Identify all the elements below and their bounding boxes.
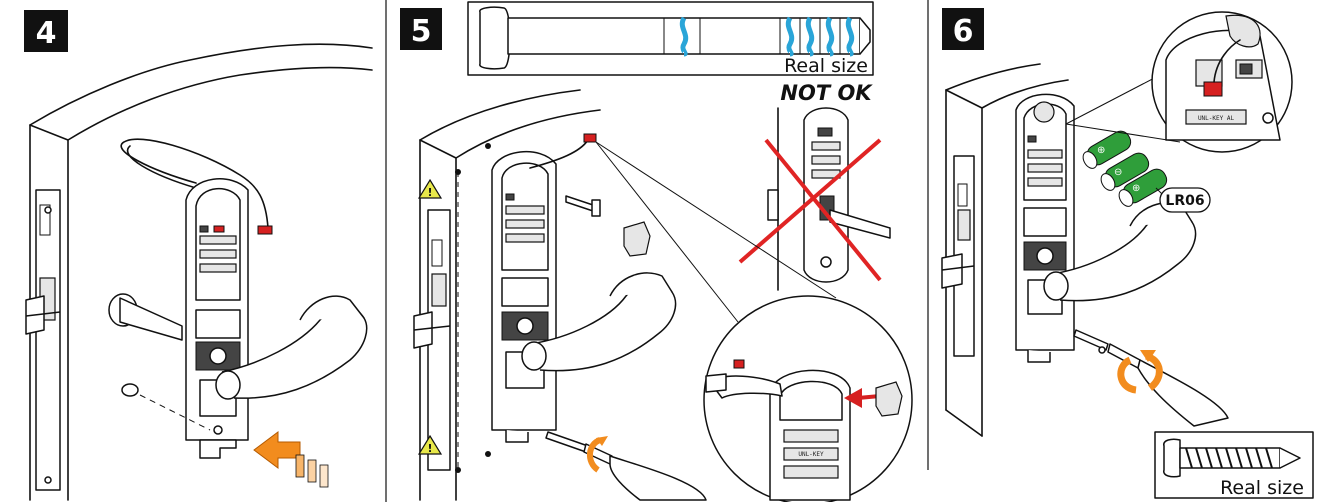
door-leaf bbox=[941, 63, 1069, 437]
cable-connector bbox=[257, 225, 273, 235]
screw-real-size-label: Real size bbox=[784, 55, 868, 77]
lock-body bbox=[491, 150, 557, 443]
zoom-detail-circle: UNL-KEY bbox=[703, 295, 913, 502]
batteries: ⊕ ⊖ ⊕ LR06 bbox=[1082, 130, 1211, 213]
screw-real-size-box: Real size bbox=[1154, 431, 1314, 499]
cable bbox=[120, 138, 269, 229]
not-ok-lock-illustration bbox=[738, 107, 891, 291]
cable bbox=[127, 145, 197, 189]
battery-type-label: LR06 bbox=[1165, 193, 1204, 209]
lever-handle bbox=[215, 295, 368, 400]
screw-real-size-box: Real size bbox=[467, 1, 874, 77]
step-6-badge: 6 bbox=[942, 8, 984, 50]
zoom-line bbox=[1065, 123, 1181, 143]
step-5-panel: 5 Real size NOT OK bbox=[400, 1, 913, 502]
svg-text:UNL-KEY AL: UNL-KEY AL bbox=[1198, 115, 1235, 122]
step-4-badge: 4 bbox=[24, 10, 68, 52]
svg-text:!: ! bbox=[427, 186, 432, 199]
svg-text:UNL-KEY: UNL-KEY bbox=[798, 451, 824, 458]
step-5-number: 5 bbox=[411, 14, 432, 49]
lever-handle bbox=[521, 272, 677, 372]
loose-screw bbox=[565, 195, 601, 217]
door-leaf bbox=[25, 43, 373, 501]
zoom-line bbox=[595, 141, 739, 323]
step-6-panel: 6 bbox=[941, 8, 1314, 499]
not-ok-warning: NOT OK bbox=[780, 81, 873, 105]
zoom-line bbox=[595, 141, 837, 299]
alignment-guide bbox=[139, 394, 211, 431]
screwdriver bbox=[545, 431, 707, 501]
step-6-number: 6 bbox=[953, 14, 974, 49]
lock-body bbox=[1015, 93, 1075, 363]
lever-handle bbox=[1043, 202, 1197, 302]
battery: ⊕ bbox=[1118, 168, 1168, 207]
cable bbox=[529, 139, 589, 169]
svg-text:⊕: ⊕ bbox=[1097, 145, 1105, 156]
connector-zoom-circle: UNL-KEY AL bbox=[1151, 11, 1293, 153]
step-4-number: 4 bbox=[36, 16, 57, 51]
svg-text:⊕: ⊕ bbox=[1132, 183, 1140, 194]
svg-text:⊖: ⊖ bbox=[1114, 167, 1122, 178]
zoom-line bbox=[1065, 73, 1163, 125]
handle-spindle bbox=[108, 293, 183, 397]
svg-text:!: ! bbox=[427, 442, 432, 455]
door-leaf: ! ! bbox=[413, 89, 601, 501]
screw-real-size-label: Real size bbox=[1220, 477, 1304, 499]
insert-arrow bbox=[253, 431, 329, 488]
step-5-badge: 5 bbox=[400, 8, 442, 50]
battery: ⊖ bbox=[1100, 152, 1150, 191]
screwdriver bbox=[1073, 329, 1229, 427]
battery-cover-cap bbox=[623, 221, 651, 257]
lock-body bbox=[185, 178, 249, 459]
battery: ⊕ bbox=[1082, 130, 1132, 169]
cable-connector bbox=[583, 133, 597, 143]
battery-type-badge: LR06 bbox=[1159, 187, 1211, 213]
step-4-panel: 4 bbox=[24, 10, 373, 501]
